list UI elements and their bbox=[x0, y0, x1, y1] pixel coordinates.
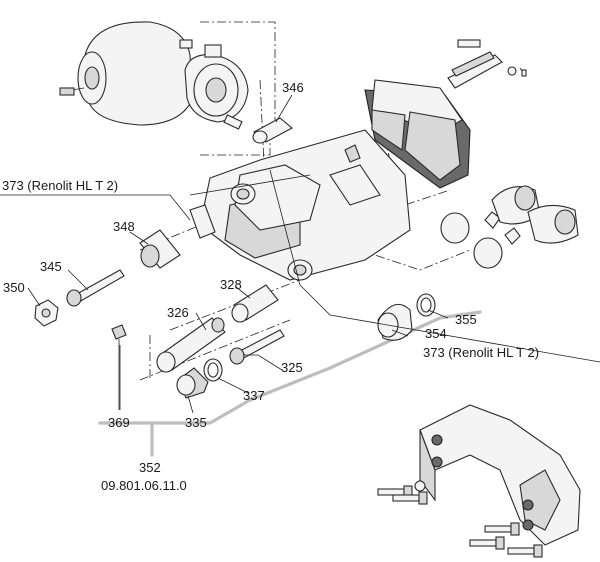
label-328: 328 bbox=[220, 277, 242, 292]
caliper-housing bbox=[189, 129, 411, 281]
label-350: 350 bbox=[3, 280, 25, 295]
label-335: 335 bbox=[185, 415, 207, 430]
brake-pads bbox=[364, 79, 471, 189]
label-355: 355 bbox=[455, 312, 477, 327]
retainer-hardware bbox=[447, 39, 527, 89]
leader-lines bbox=[0, 94, 600, 414]
part-346-sleeve bbox=[252, 117, 293, 144]
label-345: 345 bbox=[40, 259, 62, 274]
part-326-guide-pin bbox=[156, 317, 226, 373]
label-373-top: 373 (Renolit HL T 2) bbox=[2, 178, 118, 193]
part-335-cap bbox=[176, 367, 209, 399]
part-328-sleeve bbox=[231, 284, 279, 323]
part-325-bolt bbox=[229, 329, 285, 365]
caliper-carrier bbox=[419, 404, 581, 546]
label-354: 354 bbox=[425, 326, 447, 341]
brake-chamber bbox=[59, 21, 249, 130]
label-348: 348 bbox=[113, 219, 135, 234]
label-352: 352 bbox=[139, 460, 161, 475]
carrier-bolts bbox=[377, 480, 543, 558]
assembly-reference-lines bbox=[98, 310, 482, 457]
part-labels: 346 373 (Renolit HL T 2) 348 345 350 328… bbox=[2, 80, 539, 493]
label-369: 369 bbox=[108, 415, 130, 430]
label-373-bottom: 373 (Renolit HL T 2) bbox=[423, 345, 539, 360]
part-369-fitting bbox=[111, 324, 127, 410]
part-337-ring bbox=[203, 358, 223, 382]
label-346: 346 bbox=[282, 80, 304, 95]
part-355-ring bbox=[416, 293, 436, 317]
part-348-bushing bbox=[139, 229, 181, 269]
label-352-code: 09.801.06.11.0 bbox=[101, 478, 187, 493]
label-337: 337 bbox=[243, 388, 265, 403]
label-325: 325 bbox=[281, 360, 303, 375]
tappet-boots bbox=[440, 185, 579, 269]
part-345-bolt bbox=[66, 269, 125, 307]
part-350-nut bbox=[34, 299, 59, 327]
part-354-boot bbox=[377, 303, 413, 341]
label-326: 326 bbox=[167, 305, 189, 320]
